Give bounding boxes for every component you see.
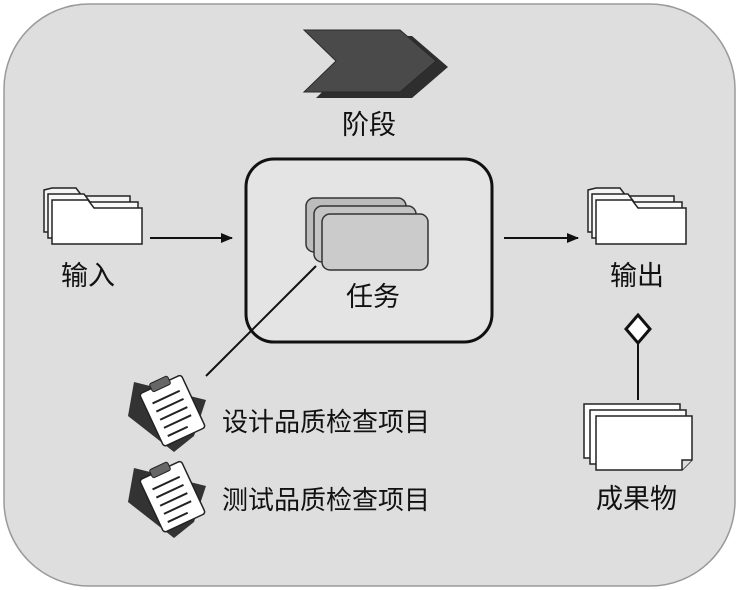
- deliverable-documents-icon: [583, 403, 693, 471]
- checklist-label: 设计品质检查项目: [222, 408, 431, 438]
- checklist-connector: [205, 265, 317, 377]
- output-folder-icon: [587, 187, 687, 245]
- input-folder-icon: [43, 187, 143, 245]
- output-label: 输出: [610, 261, 664, 292]
- checklist-label: 测试品质检查项目: [222, 486, 431, 516]
- input-label: 输入: [61, 261, 115, 292]
- deliverable-label: 成果物: [596, 484, 677, 515]
- task-label: 任务: [346, 282, 400, 313]
- phase-label: 阶段: [342, 110, 396, 141]
- task-cards-icon: [305, 197, 429, 271]
- checklist-clipboard-icon: [128, 374, 206, 452]
- checklist-clipboard-icon: [128, 460, 206, 538]
- phase-chevron-icon: [302, 29, 448, 98]
